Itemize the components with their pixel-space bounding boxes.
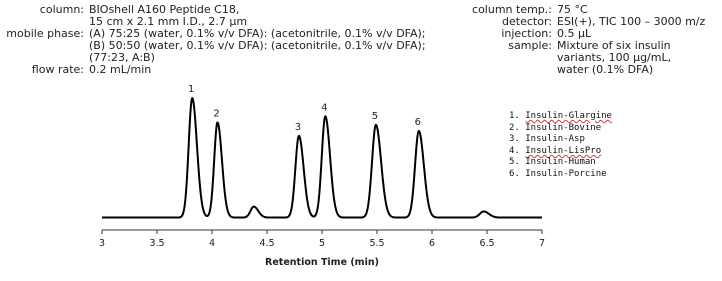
- condition-label: column:: [39, 3, 84, 16]
- legend-number: 6.: [509, 168, 526, 179]
- condition-value: 0.5 µL: [557, 27, 592, 40]
- legend-name: Insulin-Bovine: [525, 122, 602, 133]
- legend-name: Insulin-Glargine: [525, 111, 612, 121]
- legend-item: 4. Insulin-LisPro: [509, 146, 612, 158]
- x-axis-label: Retention Time (min): [265, 257, 379, 268]
- legend-name: Insulin-Porcine: [525, 168, 607, 179]
- legend-item: 1. Insulin-Glargine: [509, 111, 612, 123]
- condition-label: detector:: [502, 15, 552, 28]
- legend-number: 2.: [509, 122, 526, 133]
- legend-item: 2. Insulin-Bovine: [509, 123, 612, 135]
- condition-value: (B) 50:50 (water, 0.1% v/v DFA): (aceton…: [89, 39, 426, 52]
- x-tick-label: 4.5: [259, 238, 274, 249]
- chromatogram-trace: [101, 97, 543, 219]
- condition-label: column temp.:: [472, 3, 552, 16]
- legend-number: 1.: [509, 111, 526, 121]
- condition-value: 75 °C: [557, 3, 588, 16]
- legend-name: Insulin-LisPro: [525, 145, 602, 156]
- condition-value: 0.2 mL/min: [89, 63, 152, 76]
- condition-value: water (0.1% DFA): [557, 63, 654, 76]
- x-tick-label: 6: [429, 238, 435, 249]
- condition-value: BIOshell A160 Peptide C18,: [89, 3, 240, 16]
- condition-value: ESI(+), TIC 100 – 3000 m/z: [557, 15, 706, 28]
- legend-name: Insulin-Human: [525, 157, 596, 168]
- legend-item: 6. Insulin-Porcine: [509, 169, 612, 181]
- x-tick-label: 4: [209, 238, 215, 249]
- peak-label: 6: [415, 117, 421, 128]
- legend-item: 5. Insulin-Human: [509, 157, 612, 169]
- condition-label: flow rate:: [31, 63, 84, 76]
- x-tick-label: 3.5: [149, 238, 164, 249]
- legend-number: 5.: [509, 157, 526, 168]
- x-tick-label: 5.5: [369, 238, 384, 249]
- condition-value: Mixture of six insulin: [557, 39, 671, 52]
- condition-label: mobile phase:: [6, 27, 84, 40]
- condition-value: 15 cm x 2.1 mm I.D., 2.7 µm: [89, 15, 248, 28]
- peak-label: 5: [372, 111, 378, 122]
- legend-item: 3. Insulin-Asp: [509, 134, 612, 146]
- condition-value: (A) 75:25 (water, 0.1% v/v DFA): (aceton…: [89, 27, 426, 40]
- condition-value: variants, 100 µg/mL,: [557, 51, 672, 64]
- legend-name: Insulin-Asp: [525, 134, 585, 145]
- peak-label: 3: [295, 122, 301, 133]
- peak-label: 2: [213, 108, 219, 119]
- x-tick-label: 7: [539, 238, 545, 249]
- x-axis: 3 3.5 4 4.5 5 5.5 6 6.5 7: [99, 229, 545, 249]
- condition-value: (77:23, A:B): [89, 51, 155, 64]
- condition-label: injection:: [501, 27, 552, 40]
- peak-labels: 1 2 3 4 5 6: [188, 84, 421, 133]
- x-tick-label: 3: [99, 238, 105, 249]
- x-tick-label: 6.5: [479, 238, 494, 249]
- peak-label: 4: [321, 102, 327, 113]
- condition-label: sample:: [508, 39, 552, 52]
- trace-layer: [101, 97, 543, 219]
- legend-number: 4.: [509, 145, 526, 156]
- x-tick-label: 5: [319, 238, 325, 249]
- legend-number: 3.: [509, 134, 526, 145]
- peak-label: 1: [188, 84, 194, 95]
